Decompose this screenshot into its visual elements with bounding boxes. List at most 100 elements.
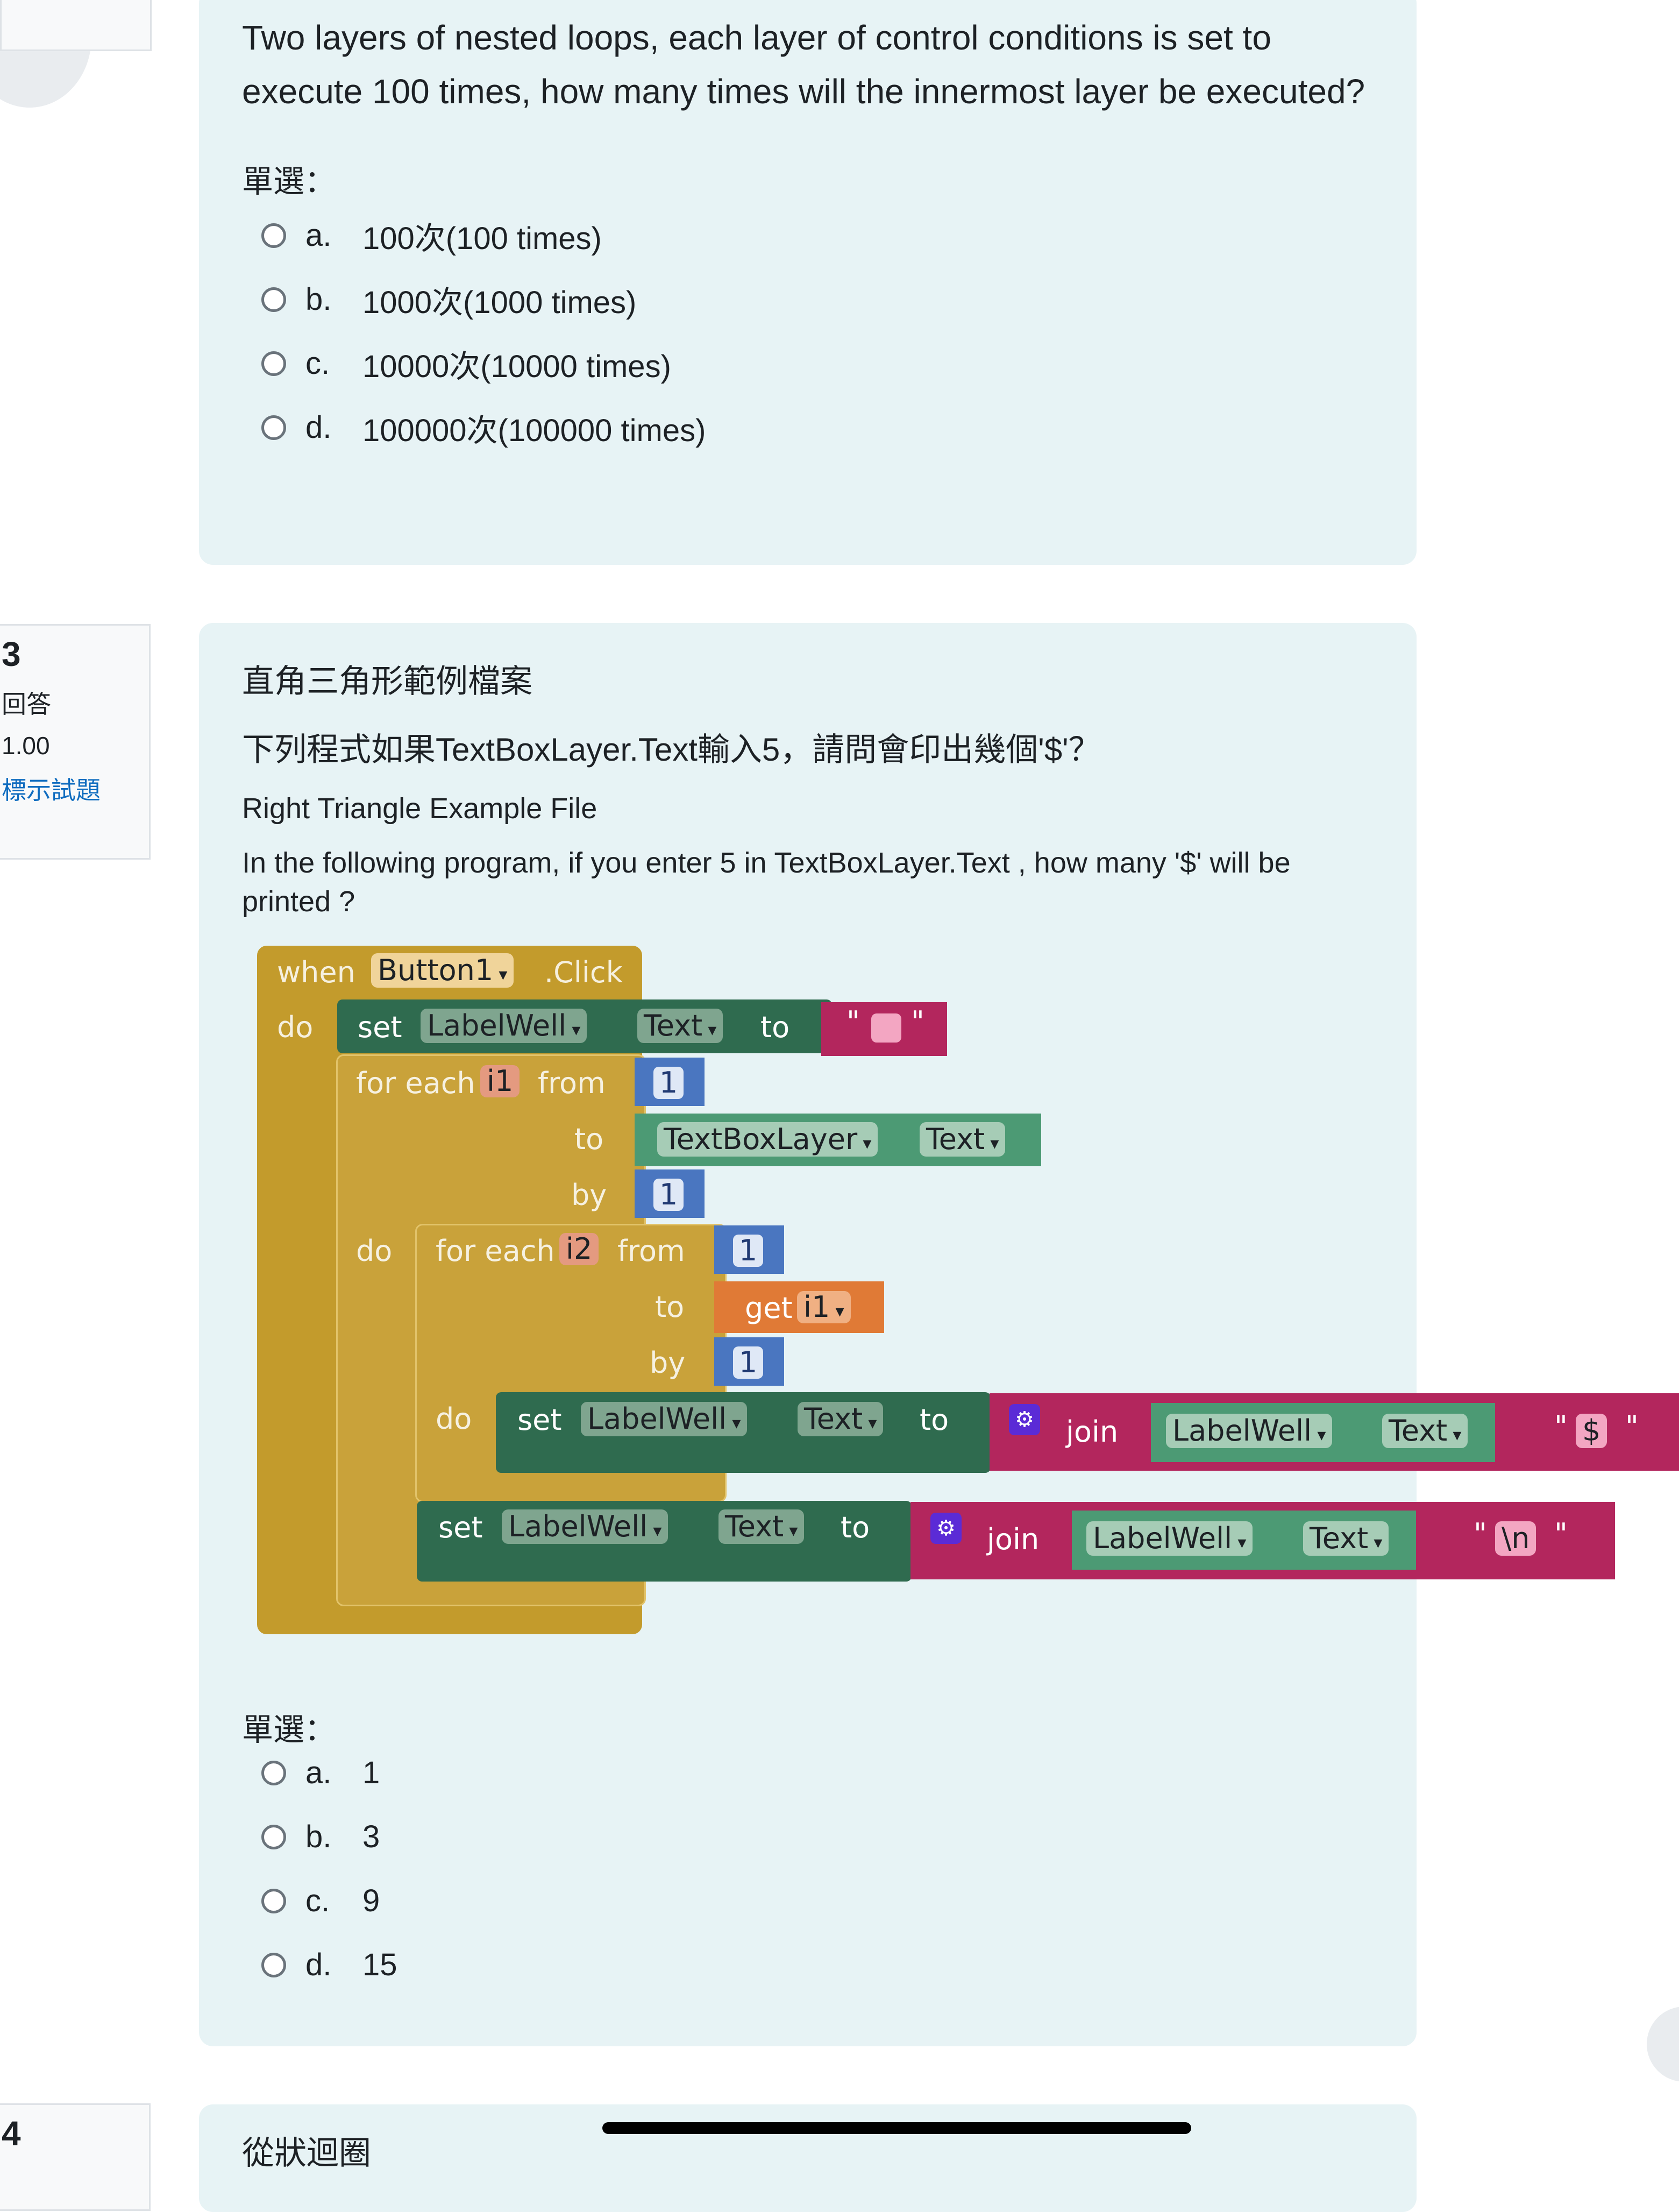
by-keyword: by — [571, 1178, 607, 1212]
text-property-dropdown[interactable]: Text — [718, 1509, 805, 1544]
to-keyword: to — [655, 1290, 685, 1324]
set-keyword: set — [438, 1511, 483, 1544]
text-property-dropdown[interactable]: Text — [1303, 1521, 1389, 1556]
option-b[interactable]: b. 1000次(1000 times) — [261, 267, 1374, 331]
blocks-diagram: when Button1 .Click do set LabelWell Tex… — [0, 0, 1679, 2149]
question-status: 回答 — [2, 690, 51, 718]
when-keyword: when — [277, 955, 355, 989]
variable-dropdown-i1[interactable]: i1 — [797, 1291, 851, 1323]
option-letter: d. — [305, 410, 332, 445]
option-b[interactable]: b. 3 — [261, 1805, 397, 1869]
by-keyword: by — [650, 1346, 686, 1380]
question-info-3: 3 回答 1.00 標示試題 — [0, 624, 151, 860]
text-property-dropdown[interactable]: Text — [798, 1402, 884, 1436]
radio-button[interactable] — [261, 1952, 286, 1977]
select-label: 單選： — [242, 164, 336, 199]
number-value[interactable]: 1 — [653, 1067, 684, 1099]
question-mark: 1.00 — [2, 732, 50, 760]
select-label: 單選： — [242, 1712, 336, 1747]
option-a[interactable]: a. 1 — [261, 1741, 397, 1805]
radio-button[interactable] — [261, 1824, 286, 1849]
textboxlayer-dropdown[interactable]: TextBoxLayer — [657, 1122, 878, 1157]
option-text: 1 — [362, 1755, 380, 1790]
option-text: 10000次(10000 times) — [362, 349, 671, 384]
option-d[interactable]: d. 15 — [261, 1933, 397, 1997]
text-property-dropdown[interactable]: Text — [1382, 1414, 1468, 1448]
foreach-keyword: for each — [356, 1066, 475, 1100]
radio-button[interactable] — [261, 287, 286, 312]
option-text: 100次(100 times) — [362, 221, 602, 256]
question-info-prev — [0, 0, 152, 51]
option-c[interactable]: c. 9 — [261, 1869, 397, 1933]
number-value[interactable]: 1 — [653, 1179, 684, 1211]
question-title-en: Right Triangle Example File — [242, 792, 597, 825]
option-d[interactable]: d. 100000次(100000 times) — [261, 395, 1374, 459]
option-letter: b. — [305, 1819, 332, 1854]
option-letter: c. — [305, 1883, 330, 1918]
from-keyword: from — [617, 1234, 685, 1268]
do-keyword: do — [436, 1402, 472, 1436]
to-keyword: to — [574, 1122, 604, 1156]
labelwell-dropdown[interactable]: LabelWell — [502, 1509, 668, 1544]
home-indicator — [602, 2122, 1191, 2134]
labelwell-dropdown[interactable]: LabelWell — [581, 1402, 748, 1436]
quote-close: " — [1554, 1517, 1568, 1551]
text-property-dropdown[interactable]: Text — [920, 1122, 1006, 1157]
option-letter: a. — [305, 1755, 332, 1790]
newline-string[interactable]: \n — [1495, 1521, 1536, 1556]
set-keyword: set — [517, 1403, 562, 1437]
labelwell-dropdown[interactable]: LabelWell — [421, 1009, 587, 1043]
question-title-zh: 直角三角形範例檔案 — [242, 663, 532, 699]
quote-open: " — [1554, 1409, 1568, 1443]
gear-icon[interactable]: ⚙ — [930, 1513, 962, 1544]
radio-button[interactable] — [261, 1760, 286, 1785]
from-keyword: from — [538, 1066, 606, 1100]
radio-button[interactable] — [261, 223, 286, 248]
gear-icon[interactable]: ⚙ — [1009, 1404, 1040, 1435]
option-letter: c. — [305, 346, 330, 381]
get-keyword: get — [745, 1291, 793, 1325]
dollar-string[interactable]: $ — [1576, 1414, 1607, 1448]
number-value[interactable]: 1 — [733, 1346, 763, 1379]
question-card-4: 從狀迴圈 — [199, 2104, 1417, 2212]
question-number: 3 — [2, 635, 21, 673]
option-c[interactable]: c. 10000次(10000 times) — [261, 331, 1374, 395]
loop-variable-i2[interactable]: i2 — [559, 1233, 599, 1265]
radio-button[interactable] — [261, 1888, 286, 1913]
do-keyword: do — [277, 1010, 314, 1044]
option-text: 3 — [362, 1819, 380, 1854]
option-text: 15 — [362, 1947, 397, 1982]
radio-button[interactable] — [261, 415, 286, 440]
click-event-label: .Click — [544, 955, 623, 989]
button-dropdown[interactable]: Button1 — [371, 953, 514, 988]
text-property-dropdown[interactable]: Text — [637, 1009, 723, 1043]
do-keyword: do — [356, 1234, 393, 1268]
to-keyword: to — [760, 1010, 790, 1044]
join-keyword: join — [987, 1522, 1040, 1556]
option-letter: b. — [305, 282, 332, 317]
option-letter: d. — [305, 1947, 332, 1982]
labelwell-dropdown[interactable]: LabelWell — [1166, 1414, 1333, 1448]
join-keyword: join — [1066, 1415, 1119, 1449]
quote-close: " — [1625, 1409, 1639, 1443]
option-text: 1000次(1000 times) — [362, 285, 637, 320]
quote-close: " — [911, 1005, 924, 1039]
question-info-4: 4 — [0, 2103, 151, 2211]
option-a[interactable]: a.100次(100 times) — [261, 203, 1374, 267]
question-card-2: Two layers of nested loops, each layer o… — [199, 0, 1417, 565]
labelwell-dropdown[interactable]: LabelWell — [1086, 1521, 1253, 1556]
question-prompt-en: In the following program, if you enter 5… — [242, 847, 1291, 918]
flag-question-link[interactable]: 標示試題 — [2, 776, 101, 804]
question-title-zh: 從狀迴圈 — [242, 2135, 371, 2171]
option-text: 100000次(100000 times) — [362, 413, 706, 448]
option-text: 9 — [362, 1883, 380, 1918]
to-keyword: to — [841, 1511, 870, 1544]
answer-options: a. 1 b. 3 c. 9 d. 15 — [242, 1741, 397, 1997]
set-keyword: set — [358, 1010, 402, 1044]
number-value[interactable]: 1 — [733, 1235, 763, 1267]
loop-variable-i1[interactable]: i1 — [480, 1065, 520, 1097]
question-prompt-zh: 下列程式如果TextBoxLayer.Text輸入5，請問會印出幾個'$'？ — [242, 732, 1101, 768]
quote-open: " — [846, 1005, 860, 1039]
radio-button[interactable] — [261, 351, 286, 376]
to-keyword: to — [920, 1403, 949, 1437]
